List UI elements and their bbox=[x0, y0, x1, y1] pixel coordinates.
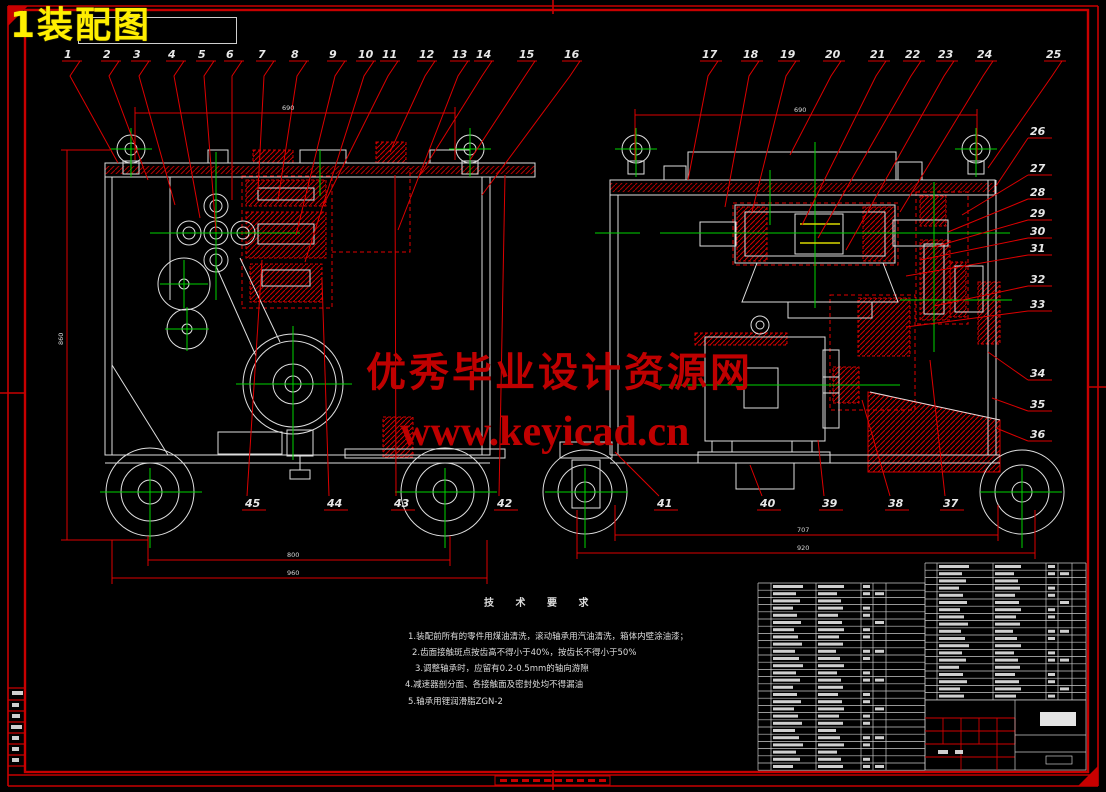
callout-14: 14 bbox=[476, 48, 492, 61]
callout-40: 40 bbox=[760, 497, 776, 510]
callout-38: 38 bbox=[888, 497, 904, 510]
callout-3: 3 bbox=[133, 48, 141, 61]
callout-9: 9 bbox=[329, 48, 337, 61]
callout-36: 36 bbox=[1030, 428, 1046, 441]
callout-5: 5 bbox=[198, 48, 206, 61]
tech-requirement-item: 3.调整轴承时，应留有0.2-0.5mm的轴向游隙 bbox=[415, 664, 589, 675]
callout-19: 19 bbox=[780, 48, 796, 61]
callout-4: 4 bbox=[168, 48, 176, 61]
callout-29: 29 bbox=[1030, 207, 1046, 220]
callout-24: 24 bbox=[977, 48, 993, 61]
callout-42: 42 bbox=[497, 497, 513, 510]
callout-37: 37 bbox=[943, 497, 959, 510]
callout-33: 33 bbox=[1030, 298, 1046, 311]
watermark-url: www.keyicad.cn bbox=[400, 409, 690, 455]
leader-lines bbox=[62, 60, 1066, 511]
callout-2: 2 bbox=[103, 48, 111, 61]
callout-44: 44 bbox=[327, 497, 343, 510]
tech-requirement-item: 4.减速器剖分面、各接触面及密封处均不得漏油 bbox=[405, 680, 584, 691]
callout-26: 26 bbox=[1030, 125, 1046, 138]
callout-35: 35 bbox=[1030, 398, 1046, 411]
callout-18: 18 bbox=[743, 48, 759, 61]
dim-right_view-bottom_outer: 920 bbox=[797, 544, 810, 552]
callout-25: 25 bbox=[1046, 48, 1062, 61]
callout-15: 15 bbox=[519, 48, 535, 61]
dim-left_view-left: 860 bbox=[57, 332, 65, 345]
tech-requirement-item: 1.装配前所有的零件用煤油清洗，滚动轴承用汽油清洗，箱体内壁涂油漆； bbox=[408, 632, 689, 642]
callout-8: 8 bbox=[291, 48, 299, 61]
callout-22: 22 bbox=[905, 48, 921, 61]
tech-requirement-item: 5.轴承用锂润滑脂ZGN-2 bbox=[408, 696, 503, 707]
callout-16: 16 bbox=[564, 48, 580, 61]
callout-39: 39 bbox=[822, 497, 838, 510]
callout-30: 30 bbox=[1030, 225, 1046, 238]
callout-7: 7 bbox=[258, 48, 266, 61]
page-title: 1装配图 bbox=[10, 5, 152, 46]
section-hatching bbox=[105, 141, 1001, 473]
callout-13: 13 bbox=[452, 48, 468, 61]
callout-11: 11 bbox=[382, 48, 398, 61]
callout-27: 27 bbox=[1030, 162, 1046, 175]
callout-43: 43 bbox=[394, 497, 410, 510]
tech-requirement-item: 2.齿面接触斑点按齿高不得小于40%，按齿长不得小于50% bbox=[412, 648, 637, 659]
tech-requirements-list: 1.装配前所有的零件用煤油清洗，滚动轴承用汽油清洗，箱体内壁涂油漆； 2.齿面接触… bbox=[398, 629, 728, 710]
callout-6: 6 bbox=[226, 48, 234, 61]
dim-right_view-bottom_inner: 707 bbox=[797, 526, 810, 534]
callout-45: 45 bbox=[245, 497, 261, 510]
aux-lines bbox=[800, 223, 840, 244]
callout-20: 20 bbox=[825, 48, 841, 61]
callout-17: 17 bbox=[702, 48, 718, 61]
dimension-lines bbox=[61, 107, 1036, 584]
callout-21: 21 bbox=[870, 48, 886, 61]
centerlines bbox=[100, 128, 1062, 548]
watermark-site-name: 优秀毕业设计资源网 bbox=[366, 350, 753, 396]
dim-left_view-top: 690 bbox=[282, 104, 295, 112]
callout-28: 28 bbox=[1030, 186, 1046, 199]
callout-34: 34 bbox=[1030, 367, 1046, 380]
callout-10: 10 bbox=[358, 48, 374, 61]
tech-requirements-block: 技 术 要 求 1.装配前所有的零件用煤油清洗，滚动轴承用汽油清洗，箱体内壁涂油… bbox=[398, 594, 728, 710]
dim-left_view-bottom_inner: 800 bbox=[287, 551, 300, 559]
parts-list-table bbox=[757, 562, 1087, 771]
callout-12: 12 bbox=[419, 48, 435, 61]
dim-left_view-bottom_outer: 960 bbox=[287, 569, 300, 577]
callout-1: 1 bbox=[64, 48, 72, 61]
dim-right_view-top: 690 bbox=[794, 106, 807, 114]
title-backdrop-box bbox=[78, 17, 237, 44]
callout-32: 32 bbox=[1030, 273, 1046, 286]
callout-41: 41 bbox=[657, 497, 673, 510]
tech-requirements-title: 技 术 要 求 bbox=[484, 598, 598, 609]
callout-23: 23 bbox=[938, 48, 954, 61]
callout-31: 31 bbox=[1030, 242, 1046, 255]
